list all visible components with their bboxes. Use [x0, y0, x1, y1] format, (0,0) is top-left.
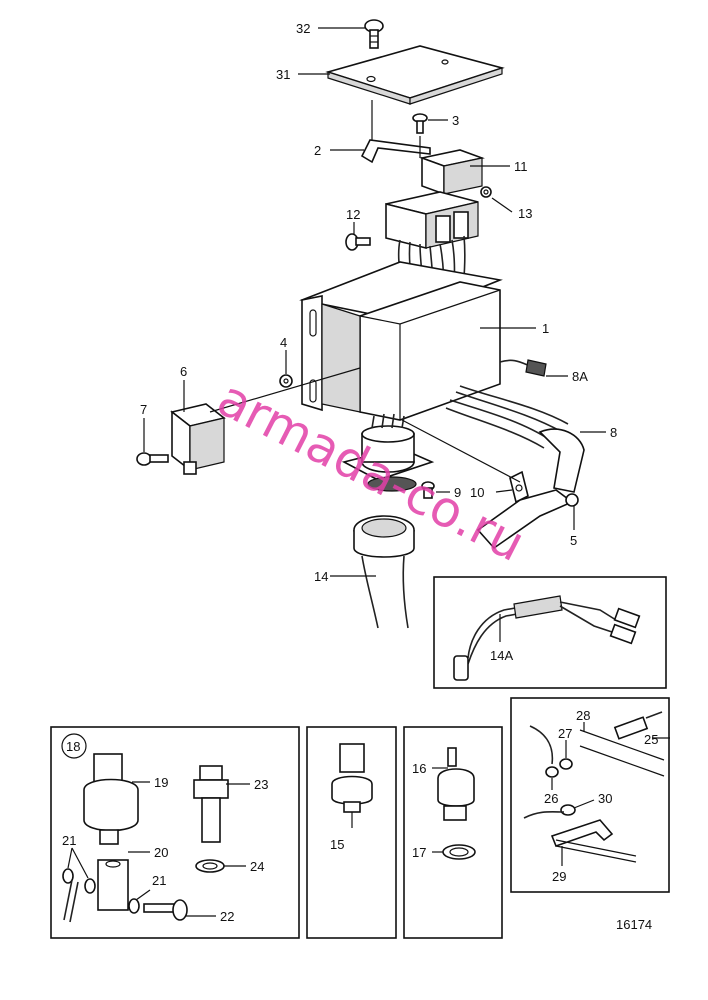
screw-9 [421, 481, 435, 499]
callout-1: 1 [542, 321, 549, 336]
callout-4: 4 [280, 335, 287, 350]
callout-15: 15 [330, 837, 344, 852]
callout-30: 30 [598, 791, 612, 806]
callout-21-left: 21 [62, 833, 76, 848]
callout-25: 25 [644, 732, 658, 747]
clamp-10 [509, 470, 529, 504]
screw-32 [364, 19, 384, 49]
nut-13 [480, 186, 492, 198]
callout-5: 5 [570, 533, 577, 548]
leader-lines [143, 27, 606, 577]
inset-14a [433, 576, 667, 689]
callout-20: 20 [154, 845, 168, 860]
nut-5 [565, 493, 579, 507]
bottom-connector [341, 413, 435, 492]
callout-6: 6 [180, 364, 187, 379]
callout-10: 10 [470, 485, 484, 500]
screw-3 [412, 113, 428, 134]
control-box-1 [299, 261, 503, 421]
callout-24: 24 [250, 859, 264, 874]
callout-31: 31 [276, 67, 290, 82]
callout-32: 32 [296, 21, 310, 36]
cover-plate-31 [325, 45, 505, 105]
callout-9: 9 [454, 485, 461, 500]
callout-29: 29 [552, 869, 566, 884]
screw-7 [136, 452, 169, 466]
callout-3: 3 [452, 113, 459, 128]
callout-2: 2 [314, 143, 321, 158]
callout-23: 23 [254, 777, 268, 792]
inset-25-30 [510, 697, 670, 893]
callout-8a: 8A [572, 369, 588, 384]
callout-16: 16 [412, 761, 426, 776]
harness-8 [445, 385, 585, 550]
callout-18: 18 [66, 739, 80, 754]
callout-7: 7 [140, 402, 147, 417]
plug-14 [353, 515, 415, 629]
callout-11: 11 [514, 159, 528, 174]
callout-12: 12 [346, 207, 360, 222]
callout-26: 26 [544, 791, 558, 806]
connector-8a [499, 359, 547, 377]
relay-11 [419, 149, 485, 196]
screw-12 [345, 233, 371, 251]
callout-17: 17 [412, 845, 426, 860]
inset-15 [306, 726, 397, 939]
bracket-2 [360, 139, 431, 164]
callout-14a: 14A [490, 648, 513, 663]
callout-22: 22 [220, 909, 234, 924]
callout-19: 19 [154, 775, 168, 790]
callout-13: 13 [518, 206, 532, 221]
callout-14: 14 [314, 569, 328, 584]
inset-16-17 [403, 726, 503, 939]
callout-21-right: 21 [152, 873, 166, 888]
module-6 [170, 403, 226, 475]
washer-4 [279, 374, 293, 388]
connector-block [385, 191, 479, 250]
callout-27: 27 [558, 726, 572, 741]
drawing-number: 16174 [616, 917, 652, 932]
inset-18 [50, 726, 300, 939]
callout-28: 28 [576, 708, 590, 723]
callout-8: 8 [610, 425, 617, 440]
